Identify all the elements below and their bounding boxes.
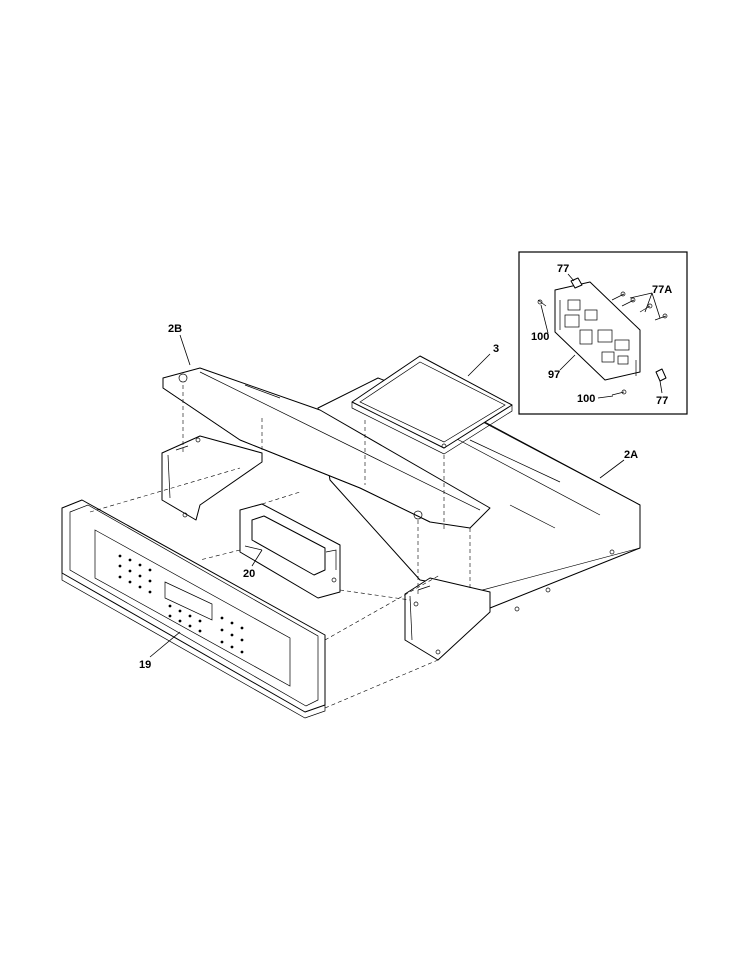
top-panel-2a <box>317 377 641 612</box>
label-19: 19 <box>139 659 151 671</box>
left-side-bracket <box>161 435 263 521</box>
label-inset-77-top: 77 <box>557 263 569 275</box>
control-panel-buttons <box>118 554 244 654</box>
label-20: 20 <box>243 568 255 580</box>
top-panel-2b <box>162 367 491 529</box>
label-inset-77a: 77A <box>652 284 672 296</box>
assembly-guide-lines <box>89 385 471 709</box>
display-board-20 <box>239 503 341 599</box>
control-board-cover-3 <box>351 355 513 455</box>
label-inset-100-left: 100 <box>531 331 549 343</box>
label-2a: 2A <box>624 449 638 461</box>
inset-box <box>518 251 688 415</box>
control-panel-19 <box>61 499 326 719</box>
right-side-bracket <box>404 577 491 661</box>
label-3: 3 <box>493 343 499 355</box>
label-inset-77-right: 77 <box>656 395 668 407</box>
inset-fasteners <box>537 277 668 396</box>
label-leaders <box>149 334 625 658</box>
label-inset-100-bottom: 100 <box>577 393 595 405</box>
label-2b: 2B <box>168 323 182 335</box>
inset-circuit-board <box>554 281 641 381</box>
label-inset-97: 97 <box>548 369 560 381</box>
